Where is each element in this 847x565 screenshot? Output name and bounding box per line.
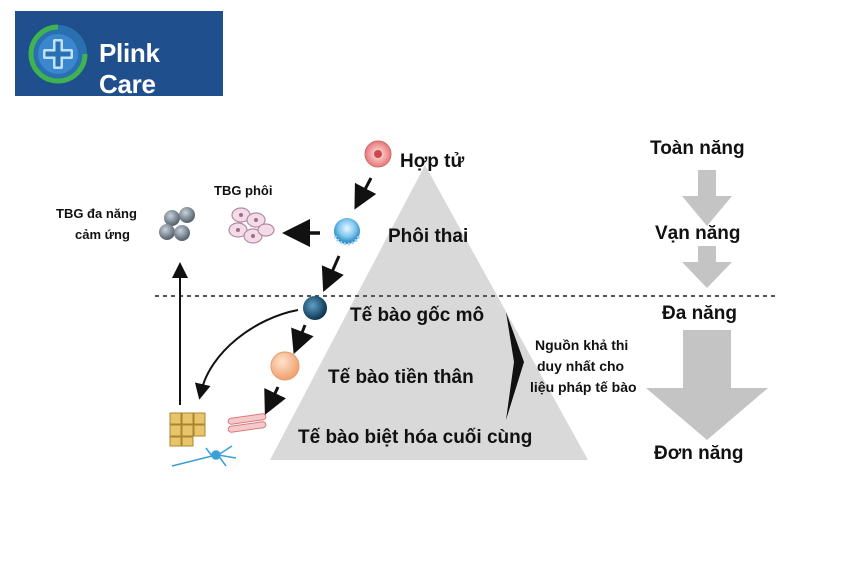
potency-arrow-2 xyxy=(682,246,732,288)
arrow-progenitor-to-muscle xyxy=(264,386,286,415)
arrow-tsc-to-tissue xyxy=(194,309,299,400)
potency-pyramid xyxy=(270,165,588,460)
arrow-embryo-to-tsc xyxy=(321,255,344,292)
potency-arrow-3 xyxy=(646,330,768,440)
potency-arrow-1 xyxy=(682,170,732,226)
label-progenitor-cell: Tế bào tiền thân xyxy=(328,367,474,388)
tissue-stem-cell-icon xyxy=(303,296,327,320)
brand-name: Plink Care xyxy=(99,38,160,99)
label-totipotent: Toàn năng xyxy=(650,138,745,159)
label-multipotent: Đa năng xyxy=(662,303,737,324)
zygote-icon xyxy=(364,140,392,168)
arrow-zygote-to-embryo xyxy=(354,177,377,210)
note-line-1: Nguồn khả thi xyxy=(535,337,629,353)
label-tissue-stem-cell: Tế bào gốc mô xyxy=(350,305,485,326)
label-unipotent: Đơn năng xyxy=(654,443,744,464)
neuron-icon xyxy=(171,445,237,467)
brace-chevron xyxy=(506,312,524,420)
arrow-tsc-to-progenitor xyxy=(291,324,314,355)
note-line-2: duy nhất cho xyxy=(537,358,625,374)
note-line-3: liệu pháp tế bào xyxy=(530,379,637,395)
label-zygote: Hợp tử xyxy=(400,151,465,172)
label-ipsc-line1: TBG đa năng xyxy=(56,206,137,221)
label-ipsc-line2: cảm ứng xyxy=(75,227,130,242)
label-terminally-differentiated: Tế bào biệt hóa cuối cùng xyxy=(298,427,533,448)
note-cell-therapy-source: Nguồn khả thi duy nhất cho liệu pháp tế … xyxy=(530,335,637,398)
progenitor-cell-icon xyxy=(270,351,300,381)
label-pluripotent: Vạn năng xyxy=(655,223,741,244)
logo-icon xyxy=(28,24,88,84)
tissue-cells-icon xyxy=(169,412,206,447)
label-esc: TBG phôi xyxy=(214,183,273,198)
brand-logo[interactable]: Plink Care xyxy=(15,11,223,99)
muscle-fiber-icon xyxy=(227,413,267,433)
ipsc-cluster-icon xyxy=(159,207,195,241)
label-embryo: Phôi thai xyxy=(388,226,469,247)
esc-cluster-icon xyxy=(228,207,275,244)
embryo-icon xyxy=(333,218,361,246)
